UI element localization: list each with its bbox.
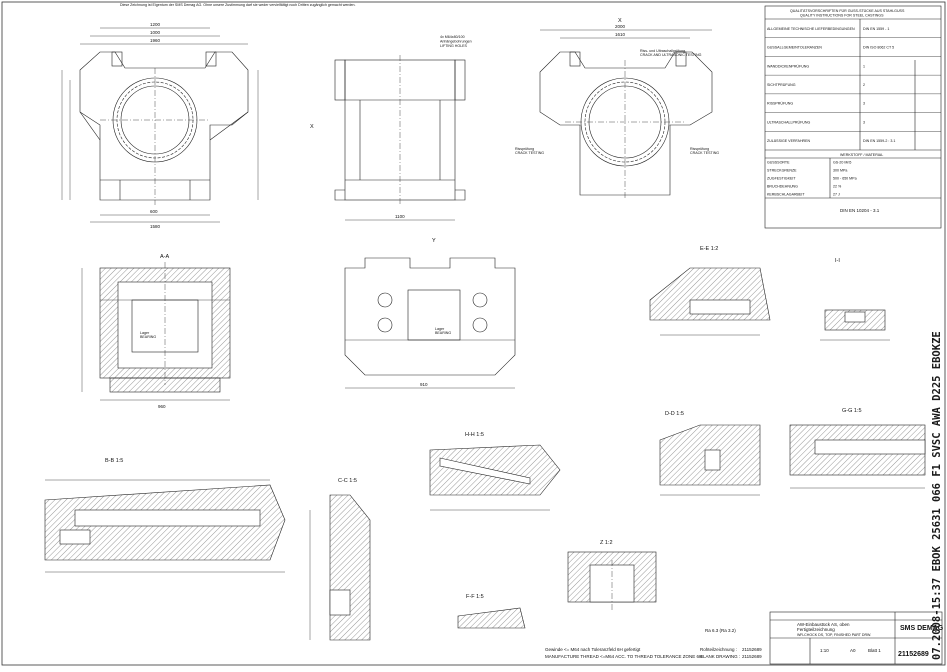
qt-row-value: DIN EN 1559 - 1 <box>863 27 889 31</box>
crack-left-note: Rissprüfung CRACK TESTING <box>515 147 544 155</box>
view-x: X 2000 1610 Riss- und Ultraschallprüfung… <box>515 18 719 200</box>
mat-row-value: 500 - 650 MPa <box>833 177 857 181</box>
company-logo-text: SMS DEMAG <box>900 625 944 632</box>
mat-row-value: 27 J <box>833 193 840 197</box>
view-ff-label: F-F 1:5 <box>466 594 484 600</box>
mat-row-label: KERBSCHLAGARBEIT <box>767 193 805 197</box>
qt-title-en: QUALITY INSTRUCTIONS FOR STEEL CASTINGS <box>800 14 884 18</box>
mat-row-value: 22 % <box>833 185 842 189</box>
view-gg-label: G-G 1:5 <box>842 408 862 414</box>
surface-note: Ra 6.3 (Ra 3.2) <box>705 628 736 633</box>
rohteil-label: Rohteilzeichnung : <box>700 647 737 652</box>
title-de: AW-Einbaustück AS, oben <box>797 622 850 627</box>
view-bb-label: B-B 1:5 <box>105 458 123 464</box>
material-header: WERKSTOFF / MATERIAL <box>840 153 883 157</box>
qt-row-label: ULTRASCHALLPRÜFUNG <box>767 120 810 124</box>
scale: 1:10 <box>820 648 829 653</box>
view-aa-label: A-A <box>160 254 170 260</box>
mat-row-label: GUSSSORTE <box>767 161 790 165</box>
qt-row-value: 3 <box>863 102 865 106</box>
section-gg: G-G 1:5 <box>789 408 926 489</box>
qt-row-label: SICHTPRÜFUNG <box>767 83 796 87</box>
dim-1100: 1100 <box>395 214 405 219</box>
svg-text:Lager BEARING: Lager BEARING <box>140 331 156 339</box>
svg-text:Lager BEARING: Lager BEARING <box>435 327 451 335</box>
title-block: AW-Einbaustück AS, oben Fertigteilzeichn… <box>769 611 944 665</box>
title-en: WR-CHOCK DS, TOP, FINISHED PART DRW. <box>797 633 871 637</box>
blank-no: 21152689 <box>742 654 762 659</box>
qt-footer: DIN EN 10204 - 3.1 <box>840 208 880 213</box>
mat-row-label: BRUCHDEHNUNG <box>767 185 798 189</box>
dim-1610: 1610 <box>615 32 626 37</box>
qt-title: QUALITÄTSVORSCHRIFTEN FÜR GUSS-STÜCKE AU… <box>790 9 905 13</box>
svg-text:910: 910 <box>420 382 428 387</box>
blank-label: BLANK DRAWING : <box>700 654 740 659</box>
side-view: 1100 4x M64x80/100 Anhängebohrungen LIFT… <box>310 35 473 221</box>
view-hh-label: H-H 1:5 <box>465 432 484 438</box>
qt-row-label: ALLGEMEINE TECHNISCHE LIEFERBEDINGUNGEN <box>767 27 855 31</box>
view-y-label: Y <box>432 238 436 244</box>
dim-1960: 1960 <box>150 38 161 43</box>
qt-row-value: 2 <box>863 83 865 87</box>
quality-table: QUALITÄTSVORSCHRIFTEN FÜR GUSS-STÜCKE AU… <box>764 5 942 229</box>
dim-960: 960 <box>158 404 166 409</box>
dim-1200: 1200 <box>150 22 161 27</box>
qt-row-label: GUSSALLGEMEINTOLERANZEN <box>767 46 822 50</box>
title-de2: Fertigteilzeichnung <box>797 627 835 632</box>
sheet-format: A0 <box>850 648 856 653</box>
view-y: Y Lager BEARING 910 <box>344 238 516 389</box>
section-dd: D-D 1:5 <box>659 411 761 496</box>
section-bb: B-B 1:5 <box>44 458 286 573</box>
section-z12: Z 1:2 <box>567 540 657 612</box>
qt-row-value: 3 <box>863 120 865 124</box>
top-note: Diese Zeichnung ist Eigentum der SMS Dem… <box>120 3 356 7</box>
thread-note-en: MANUFACTURE THREAD <=M64 ACC. TO THREAD … <box>545 654 702 659</box>
section-ee: E-E 1:2 <box>649 246 771 336</box>
drawing-number: 21152689 <box>898 651 929 658</box>
mat-row-value: 300 MPa <box>833 169 847 173</box>
qt-row-label: WANDDICKENPRÜFUNG <box>767 64 809 68</box>
section-aa: A-A Lager BEARING 960 <box>81 254 231 409</box>
qt-row-label: RISSPRÜFUNG <box>767 102 793 106</box>
dim-1000: 1000 <box>150 30 161 35</box>
qt-row-value: DIN ISO 8062 CT 5 <box>863 46 894 50</box>
mat-row-label: STRECKGRENZE <box>767 169 797 173</box>
crack-right-note: Rissprüfung CRACK TESTING <box>690 147 719 155</box>
section-ii: I-I <box>820 258 890 341</box>
mat-row-value: GS-20 Mn5 <box>833 161 851 165</box>
side-stamp: 07.2008-15:37 EBOK 25631 066 F1 SVSC AWA… <box>931 331 943 660</box>
section-hh: H-H 1:5 <box>429 432 561 511</box>
crack-top-note: Riss- und Ultraschallprüfung CRACK AND U… <box>640 49 702 57</box>
thread-note-de: Gewinde <= M64 nach Toleranzfeld 6H gefe… <box>545 647 641 652</box>
section-ff: F-F 1:5 <box>457 594 526 629</box>
bottom-notes: Gewinde <= M64 nach Toleranzfeld 6H gefe… <box>545 628 762 659</box>
section-cc: C-C 1:5 <box>309 478 371 641</box>
view-dd-label: D-D 1:5 <box>665 411 684 417</box>
svg-text:X: X <box>310 124 314 130</box>
rohteil-no: 21152689 <box>742 647 762 652</box>
qt-row-value: 1 <box>863 64 865 68</box>
view-z12-label: Z 1:2 <box>600 540 613 546</box>
view-x-label: X <box>618 18 622 24</box>
dim-2000: 2000 <box>615 24 626 29</box>
qt-row-value: DIN EN 1559-2 : 3.1 <box>863 139 895 143</box>
dim-600: 600 <box>150 209 158 214</box>
front-view: 1200 1000 1960 600 1580 <box>61 22 259 229</box>
qt-row-label: ZULÄSSIGE VERFAHREN <box>767 139 811 143</box>
view-ee-label: E-E 1:2 <box>700 246 718 252</box>
sheet-no: Blatt 1 <box>868 648 881 653</box>
dim-1580: 1580 <box>150 224 161 229</box>
view-cc-label: C-C 1:5 <box>338 478 357 484</box>
view-ii-label: I-I <box>835 258 840 264</box>
mat-row-label: ZUGFESTIGKEIT <box>767 177 796 181</box>
lifting-note: 4x M64x80/100 Anhängebohrungen LIFTING H… <box>440 35 473 48</box>
